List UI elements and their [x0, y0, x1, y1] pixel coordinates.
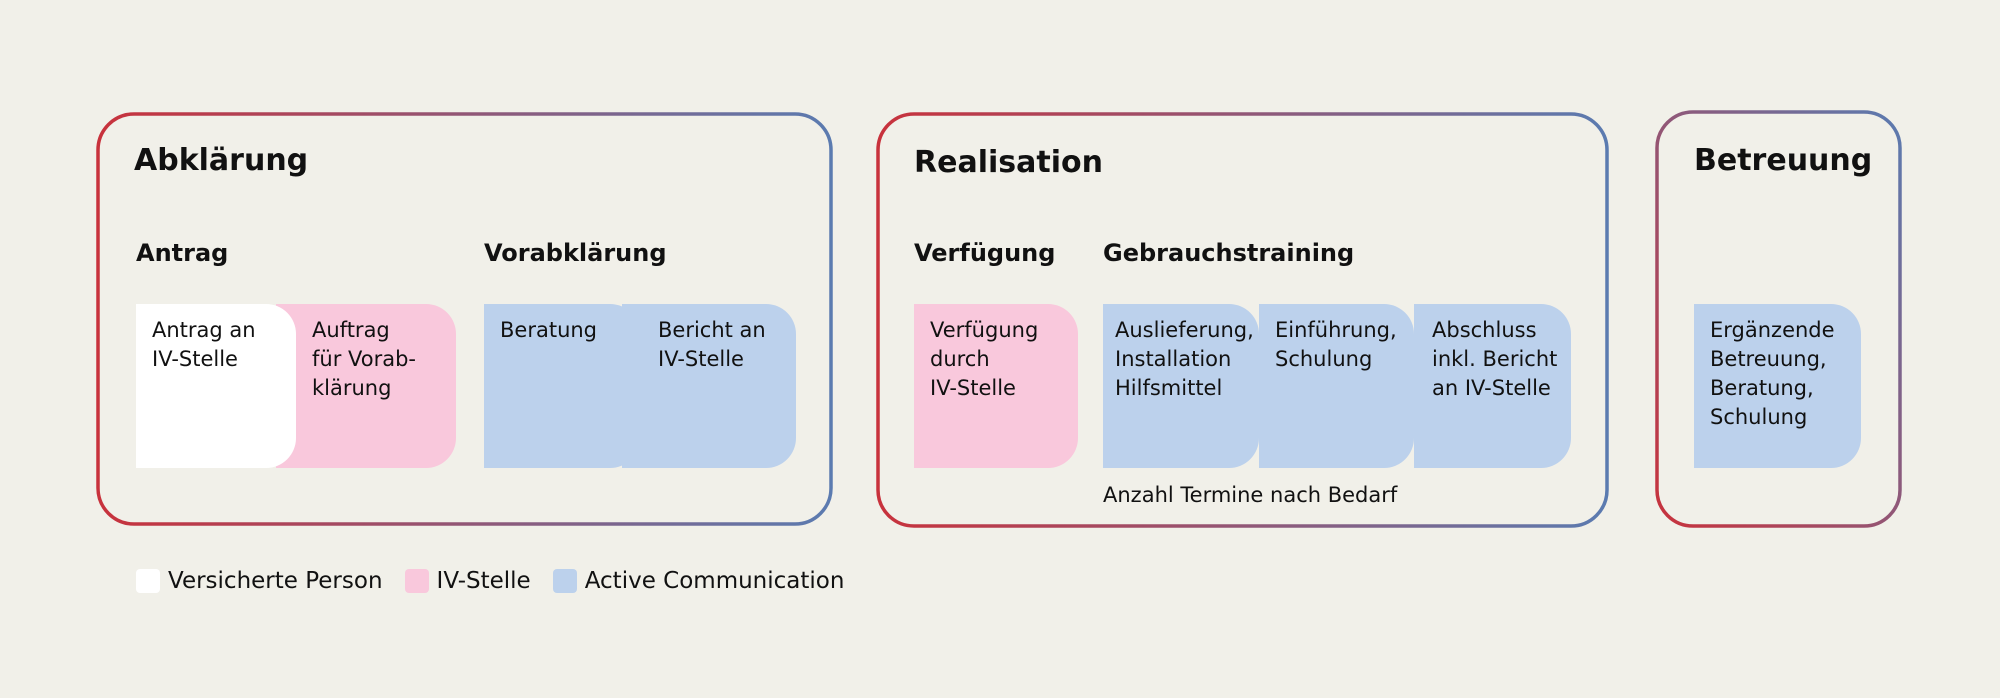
- legend-label: Active Communication: [584, 568, 845, 594]
- note-anzahl-termine: Anzahl Termine nach Bedarf: [1103, 483, 1398, 507]
- phase-frame-abklaerung: [96, 112, 833, 526]
- legend-swatch-blue: [552, 569, 577, 593]
- step-box-einfuehrung-schulung: Einführung, Schulung: [1259, 304, 1414, 468]
- frame-border: [876, 112, 1609, 528]
- phase-frame-betreuung: [1655, 110, 1902, 528]
- phase-frame-realisation: [876, 112, 1609, 528]
- legend-label: Versicherte Person: [168, 568, 383, 594]
- step-box-verfuegung-durch-iv-stelle: Verfügung durch IV-Stelle: [914, 304, 1078, 468]
- step-box-beratung: Beratung: [484, 304, 640, 468]
- legend-item-iv-stelle: IV-Stelle: [404, 568, 531, 594]
- legend: Versicherte Person IV-Stelle Active Comm…: [136, 568, 866, 594]
- phase-title-abklaerung: Abklärung: [134, 143, 309, 178]
- step-box-bericht-an-iv-stelle: Bericht an IV-Stelle: [622, 304, 796, 468]
- legend-swatch-white: [136, 569, 160, 593]
- step-box-ergaenzende-betreuung: Ergänzende Betreuung, Beratung, Schulung: [1694, 304, 1861, 468]
- legend-label: IV-Stelle: [436, 568, 531, 594]
- step-box-auftrag-vorabklaerung: Auftrag für Vorab- klärung: [276, 304, 456, 468]
- step-title-verfuegung: Verfügung: [914, 239, 1056, 267]
- step-box-antrag-an-iv-stelle: Antrag an IV-Stelle: [136, 304, 296, 468]
- legend-item-active-communication: Active Communication: [552, 568, 845, 594]
- frame-border: [96, 112, 833, 526]
- step-title-vorabklaerung: Vorabklärung: [484, 239, 667, 267]
- step-title-antrag: Antrag: [136, 239, 229, 267]
- step-title-gebrauchstraining: Gebrauchstraining: [1103, 239, 1355, 267]
- phase-title-betreuung: Betreuung: [1694, 143, 1873, 178]
- step-box-abschluss: Abschluss inkl. Bericht an IV-Stelle: [1414, 304, 1571, 468]
- frame-border: [1655, 110, 1902, 528]
- step-box-auslieferung: Auslieferung, Installation Hilfsmittel: [1103, 304, 1259, 468]
- phase-title-realisation: Realisation: [914, 145, 1103, 180]
- legend-item-versicherte-person: Versicherte Person: [136, 568, 383, 594]
- legend-swatch-pink: [404, 569, 429, 593]
